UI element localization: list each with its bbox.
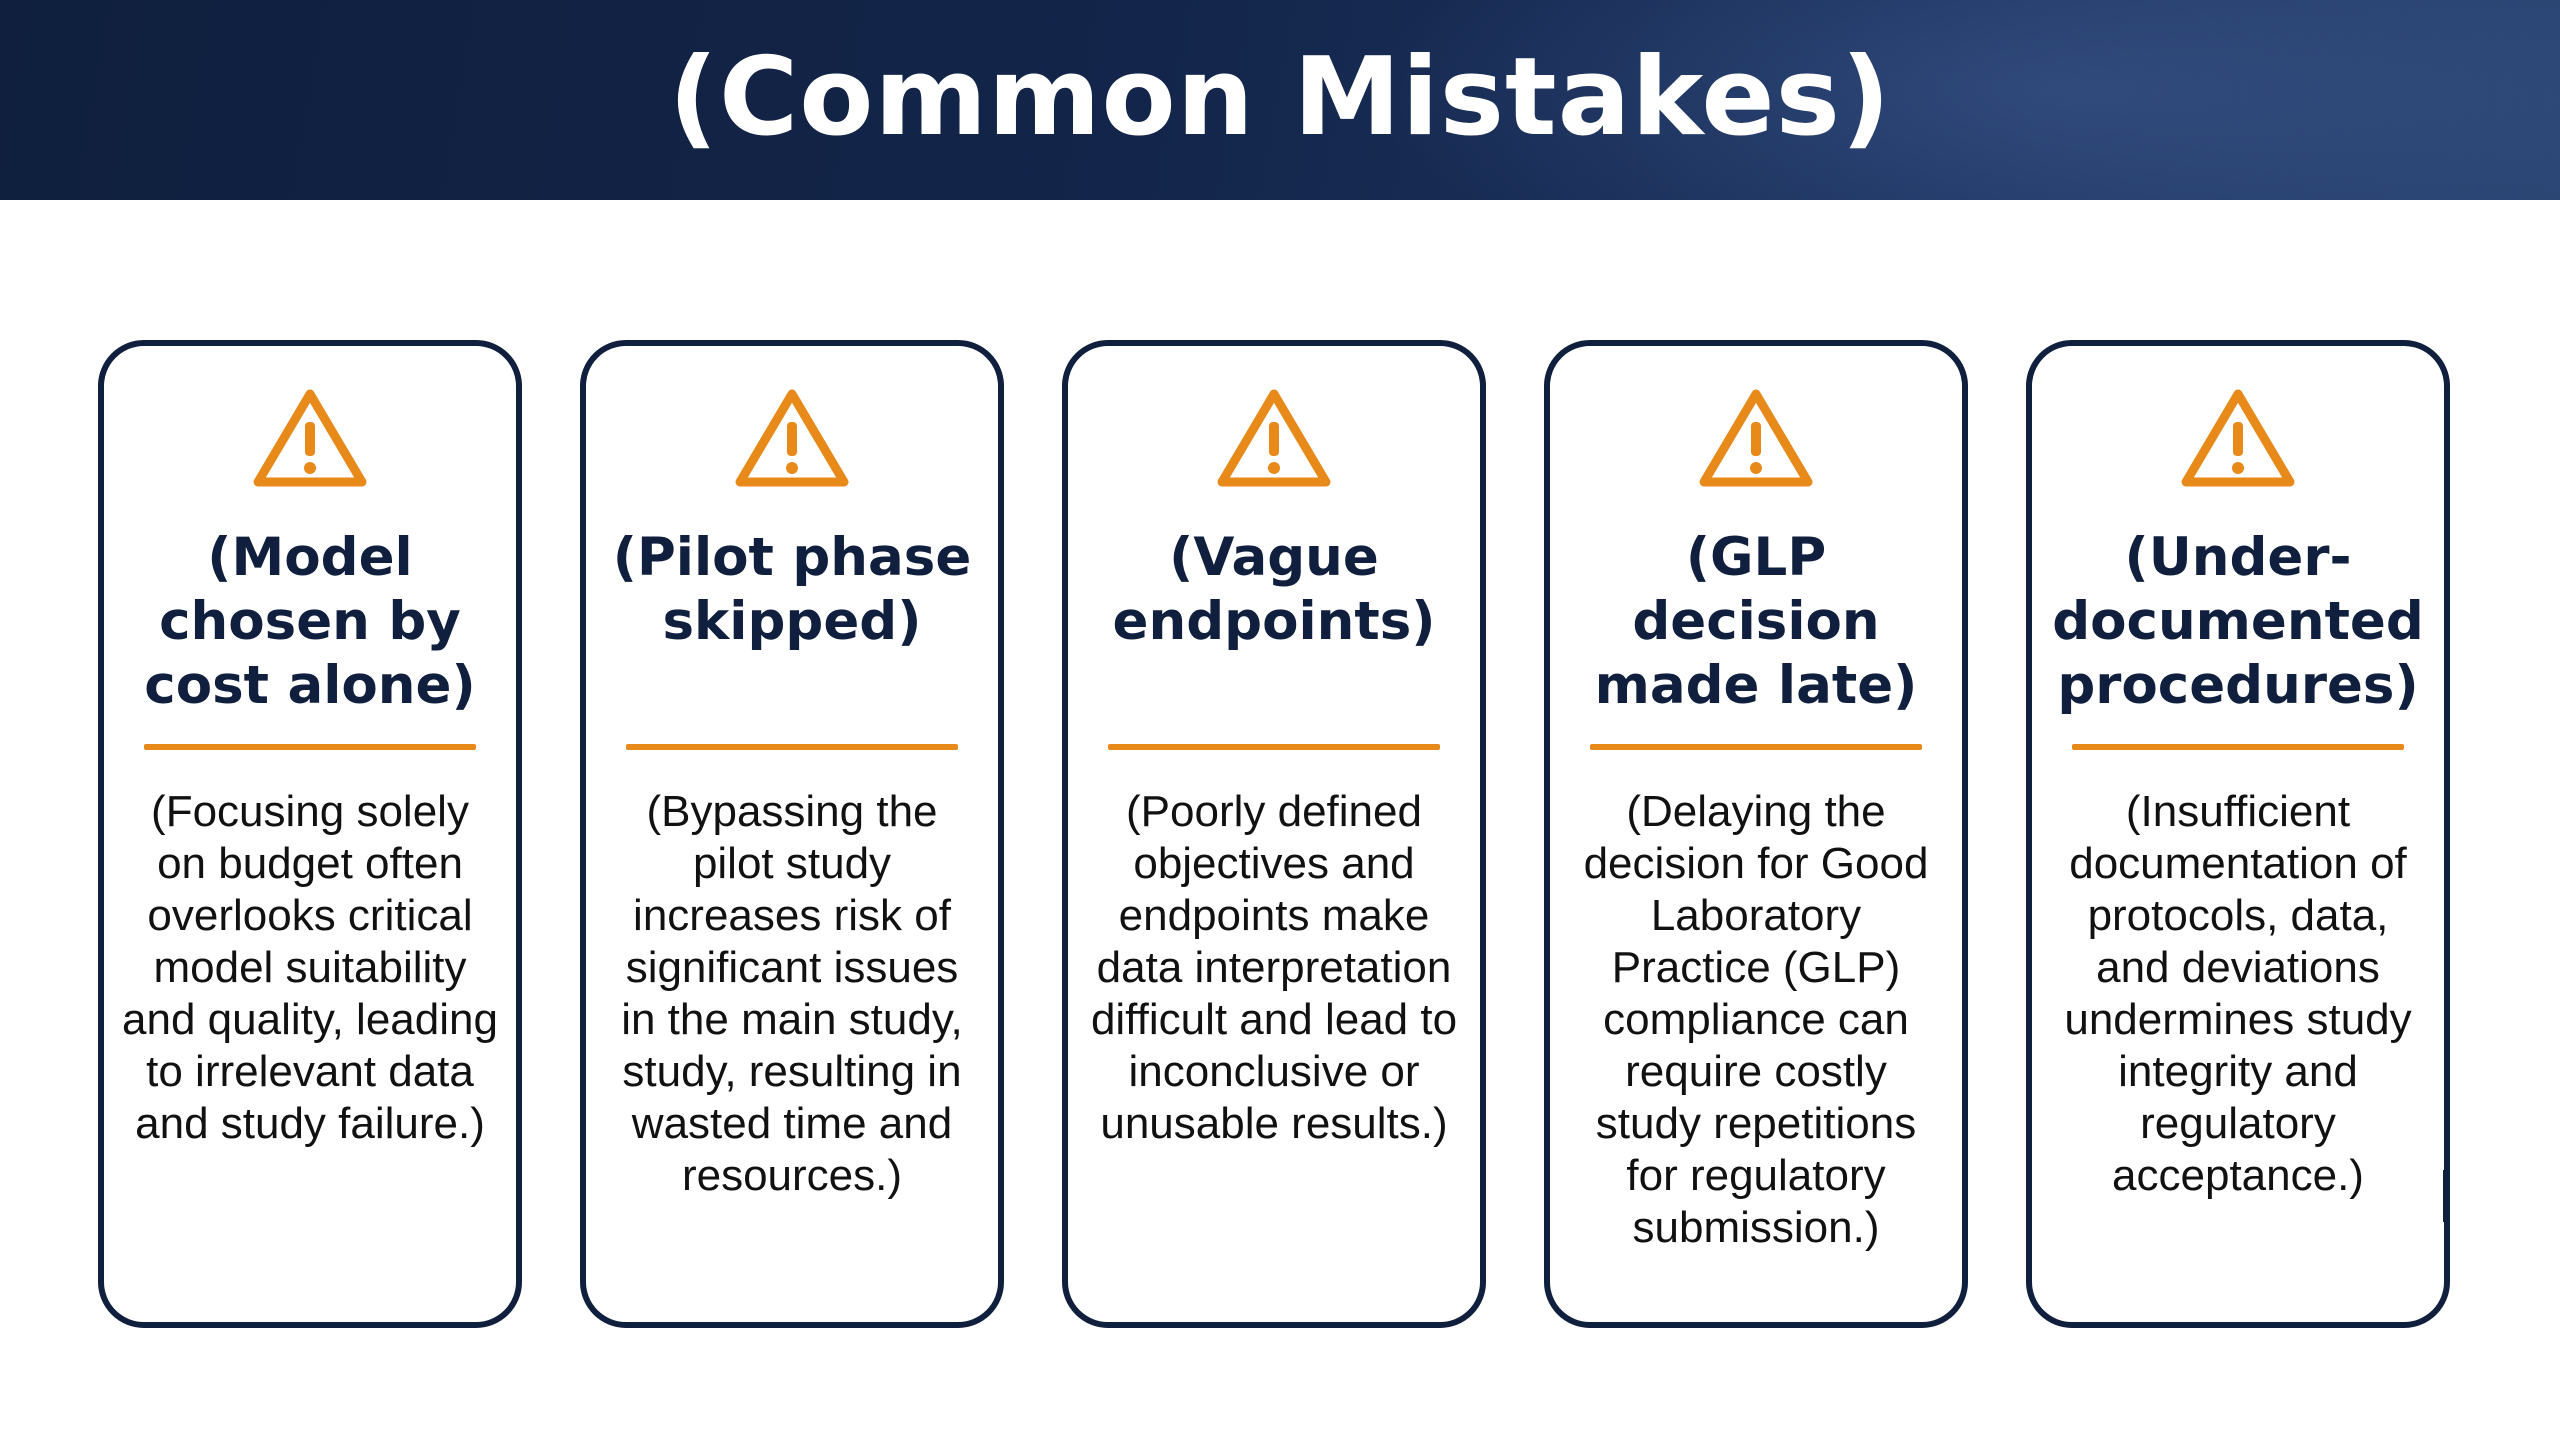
card-description-wrap: (Insufficient documentation of protocols… bbox=[2050, 776, 2426, 1282]
card-description: (Delaying the decision for Good Laborato… bbox=[1583, 787, 1929, 1252]
card-description-wrap: (Poorly defined objectives and endpoints… bbox=[1086, 776, 1462, 1282]
card-description: (Focusing solely on budget often overloo… bbox=[122, 787, 498, 1148]
card-description-wrap: (Delaying the decision for Good Laborato… bbox=[1568, 776, 1944, 1282]
card-heading: (GLP decision made late) bbox=[1594, 527, 1918, 716]
decorative-bar bbox=[2443, 1170, 2450, 1222]
title-banner: (Common Mistakes) bbox=[0, 0, 2560, 200]
mistake-card-pilot-skipped: (Pilot phase skipped) (Bypassing the pil… bbox=[580, 340, 1004, 1328]
card-description: (Poorly defined objectives and endpoints… bbox=[1090, 787, 1458, 1148]
card-heading: (Under-documented procedures) bbox=[2052, 527, 2424, 716]
card-divider bbox=[144, 744, 476, 750]
mistake-card-model-cost: (Model chosen by cost alone) (Focusing s… bbox=[98, 340, 522, 1328]
page-title: (Common Mistakes) bbox=[668, 35, 1892, 160]
card-divider bbox=[1590, 744, 1922, 750]
warning-triangle-icon bbox=[2181, 389, 2295, 487]
card-description-wrap: (Bypassing the pilot study increases ris… bbox=[604, 776, 980, 1282]
card-description-wrap: (Focusing solely on budget often overloo… bbox=[122, 776, 498, 1282]
card-heading: (Vague endpoints) bbox=[1112, 527, 1436, 652]
mistake-card-under-documented: (Under-documented procedures) (Insuffici… bbox=[2026, 340, 2450, 1328]
warning-triangle-icon bbox=[735, 389, 849, 487]
mistake-card-glp-late: (GLP decision made late) (Delaying the d… bbox=[1544, 340, 1968, 1328]
card-description: (Bypassing the pilot study increases ris… bbox=[621, 787, 963, 1200]
card-divider bbox=[2072, 744, 2404, 750]
warning-triangle-icon bbox=[253, 389, 367, 487]
mistake-card-vague-endpoints: (Vague endpoints) (Poorly defined object… bbox=[1062, 340, 1486, 1328]
card-heading: (Model chosen by cost alone) bbox=[144, 527, 476, 716]
card-divider bbox=[1108, 744, 1440, 750]
warning-triangle-icon bbox=[1217, 389, 1331, 487]
card-heading: (Pilot phase skipped) bbox=[612, 527, 972, 652]
banner-sheen bbox=[1360, 0, 2560, 200]
card-description: (Insufficient documentation of protocols… bbox=[2064, 787, 2412, 1200]
card-divider bbox=[626, 744, 958, 750]
warning-triangle-icon bbox=[1699, 389, 1813, 487]
